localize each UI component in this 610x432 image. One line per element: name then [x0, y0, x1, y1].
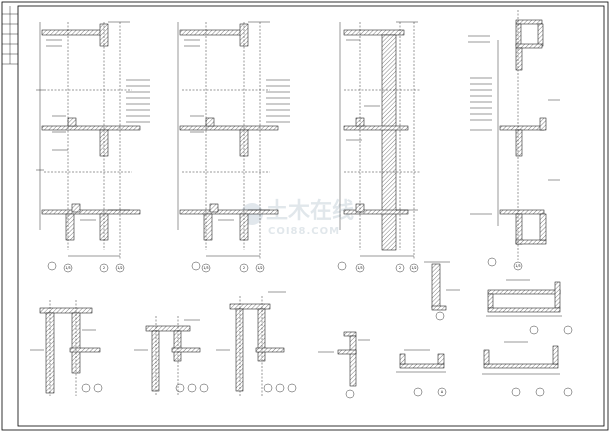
axis-bubble: [239, 263, 249, 273]
axis-bubble: [201, 263, 211, 273]
axis-bubble: [513, 261, 523, 271]
view-marker-2: [191, 261, 201, 271]
axis-label: 1/3: [203, 266, 208, 270]
axis-label: 1/2: [411, 266, 416, 270]
axis-label: 2: [243, 266, 245, 270]
axis-bubble: [115, 263, 125, 273]
axis-label: 1/3: [357, 266, 362, 270]
axis-label: A: [441, 390, 444, 394]
axis-bubble: [355, 263, 365, 273]
axis-label: 1/3: [65, 266, 70, 270]
lower-detail-f: [424, 261, 460, 321]
section-detail-2: 1/3 2 1/2: [177, 21, 290, 273]
lower-detail-b: [134, 316, 209, 396]
axis-label: 2: [399, 266, 401, 270]
view-marker-3: [337, 261, 347, 271]
axis-label: 2: [103, 266, 105, 270]
title-strip: [2, 6, 18, 65]
watermark: 土木在线 COI88.COM: [241, 198, 354, 237]
axis-bubble: [255, 263, 265, 273]
lower-detail-e: A: [396, 349, 447, 397]
axis-label: 1/2: [117, 266, 122, 270]
tall-wall-section: [381, 34, 397, 251]
axis-label: 1/2: [257, 266, 262, 270]
drawing-inner-border: [17, 5, 605, 427]
axis-label: 1/3: [515, 264, 520, 268]
view-marker-1: [47, 261, 57, 271]
watermark-site: COI88.COM: [268, 226, 340, 237]
watermark-brand: 土木在线: [266, 198, 354, 224]
lower-detail-d: [318, 331, 370, 399]
lower-detail-g: [486, 279, 573, 335]
axis-bubble: [409, 263, 419, 273]
lower-detail-c: [216, 291, 297, 396]
lower-detail-h: [482, 341, 573, 397]
axis-bubble: [63, 263, 73, 273]
lower-detail-a: [30, 300, 103, 396]
section-detail-1: 1/3 2 1/2: [36, 21, 150, 273]
section-detail-3: 1/3 2 1/2: [337, 21, 420, 273]
view-marker-4: [487, 257, 497, 267]
section-detail-4: 1/3: [468, 10, 560, 271]
axis-bubble: [99, 263, 109, 273]
axis-bubble: [395, 263, 405, 273]
